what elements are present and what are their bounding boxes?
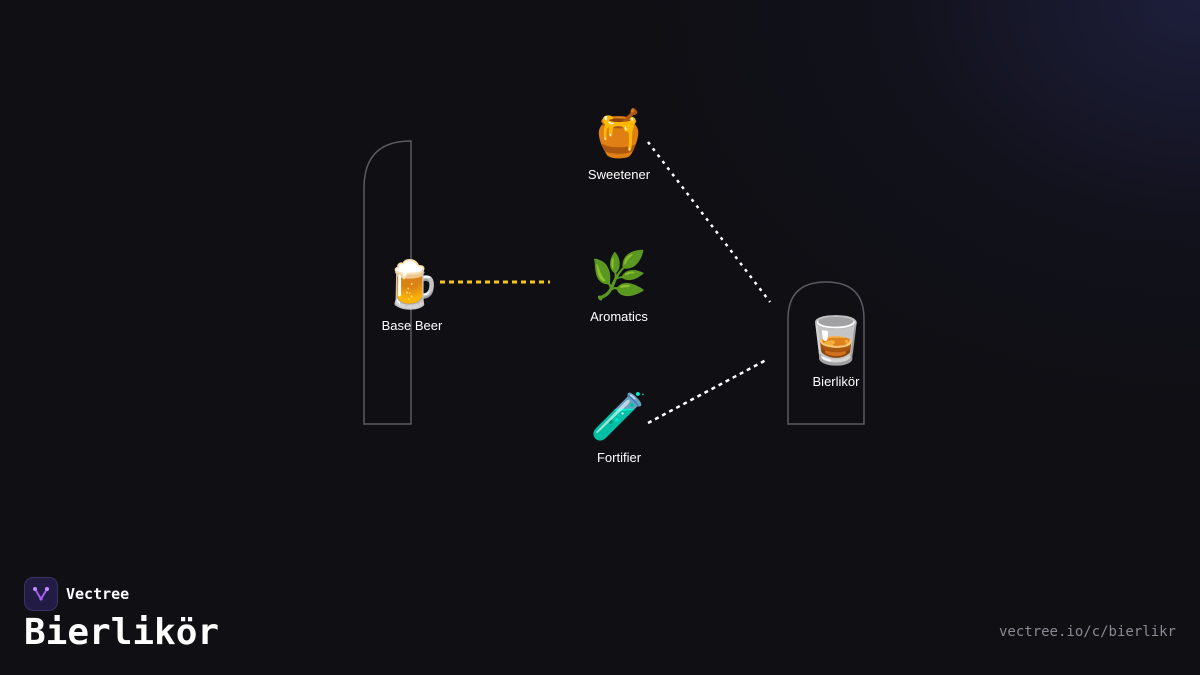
- source-url[interactable]: vectree.io/c/bierlikr: [998, 624, 1176, 640]
- node-sweetener[interactable]: 🍯 Sweetener: [559, 105, 679, 182]
- group-outline-right: [787, 281, 865, 425]
- beer-mug-icon: 🍺: [383, 258, 441, 310]
- group-outline-left: [363, 140, 412, 425]
- test-tube-icon: 🧪: [590, 390, 648, 442]
- brand-name: Vectree: [66, 585, 130, 603]
- node-label: Aromatics: [590, 309, 648, 324]
- node-label: Bierlikör: [812, 374, 860, 389]
- node-label: Base Beer: [381, 318, 443, 333]
- vectree-logo-icon: [24, 577, 58, 611]
- honey-pot-icon: 🍯: [590, 107, 648, 159]
- node-bierlikor[interactable]: 🥃 Bierlikör: [776, 312, 896, 389]
- edge-fortifier-to-bierlikor: [647, 357, 769, 425]
- node-fortifier[interactable]: 🧪 Fortifier: [559, 388, 679, 465]
- page-title: Bierlikör: [24, 612, 220, 653]
- node-label: Sweetener: [587, 167, 651, 182]
- node-aromatics[interactable]: 🌿 Aromatics: [559, 247, 679, 324]
- brand: Vectree: [24, 577, 129, 611]
- edge-sweetener-to-bierlikor: [647, 141, 771, 303]
- node-base-beer[interactable]: 🍺 Base Beer: [352, 256, 472, 333]
- herb-icon: 🌿: [590, 249, 648, 301]
- tumbler-glass-icon: 🥃: [807, 314, 865, 366]
- node-label: Fortifier: [596, 450, 642, 465]
